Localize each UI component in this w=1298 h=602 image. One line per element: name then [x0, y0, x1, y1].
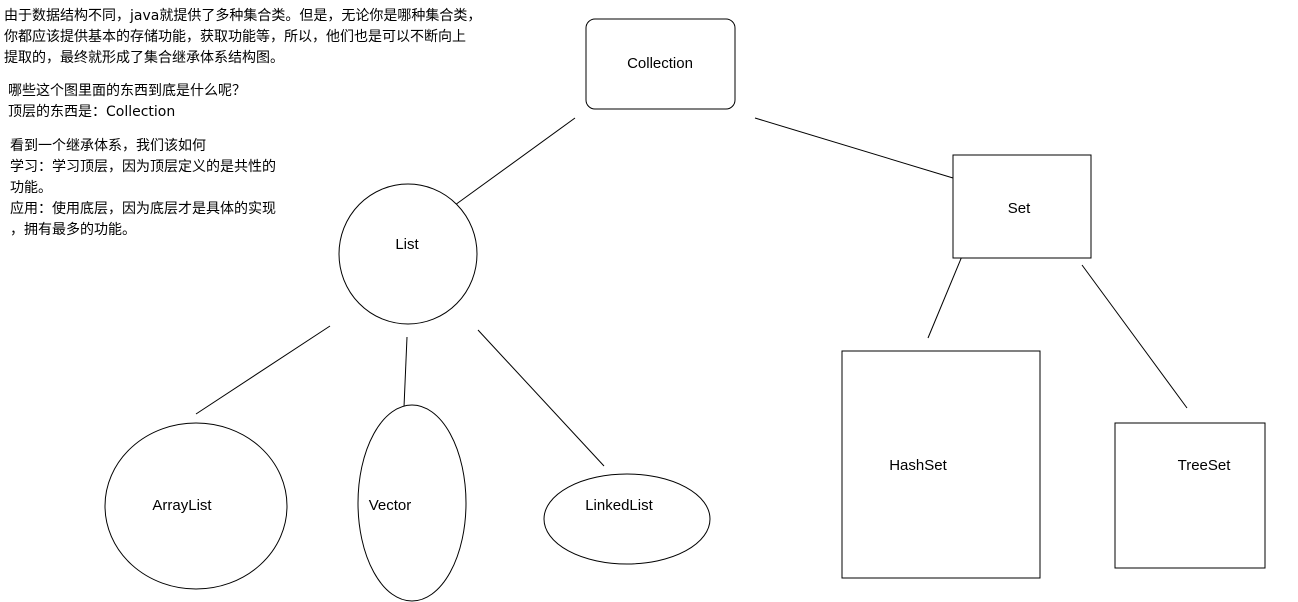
edge-list-linkedlist [477, 329, 605, 467]
collection-box [585, 18, 736, 110]
hashset-box [841, 350, 1041, 579]
set-box [952, 154, 1092, 259]
node-set: Set [952, 154, 1092, 259]
edge-set-hashset [927, 248, 966, 339]
vector-ellipse [357, 404, 467, 602]
edge-list-vector [403, 336, 408, 408]
learning-tip-text: 看到一个继承体系，我们该如何 学习：学习顶层，因为顶层定义的是共性的 功能。 应… [10, 138, 276, 238]
node-vector: Vector [357, 404, 467, 602]
list-label: List [395, 236, 419, 253]
linkedlist-ellipse [543, 473, 711, 565]
edge-list-arraylist [195, 325, 331, 415]
node-arraylist: ArrayList [104, 422, 288, 590]
hashset-label: HashSet [889, 457, 947, 474]
vector-label: Vector [369, 497, 412, 514]
edge-collection-list [454, 117, 576, 206]
arraylist-ellipse [104, 422, 288, 590]
node-linkedlist: LinkedList [543, 473, 711, 565]
linkedlist-label: LinkedList [585, 497, 653, 514]
node-treeset: TreeSet [1114, 422, 1266, 569]
list-circle [338, 183, 478, 325]
intro-text: 由于数据结构不同，java就提供了多种集合类。但是，无论你是哪种集合类， 你都应… [4, 8, 482, 66]
node-list: List [338, 183, 478, 325]
treeset-box [1114, 422, 1266, 569]
edge-set-treeset [1081, 264, 1188, 409]
arraylist-label: ArrayList [152, 497, 212, 514]
treeset-label: TreeSet [1178, 457, 1232, 474]
edge-collection-set [754, 117, 954, 179]
node-hashset: HashSet [841, 350, 1041, 579]
question-text: 哪些这个图里面的东西到底是什么呢？ 顶层的东西是：Collection [8, 83, 246, 120]
set-label: Set [1008, 200, 1031, 217]
node-collection: Collection [585, 18, 736, 110]
collection-label: Collection [627, 55, 693, 72]
